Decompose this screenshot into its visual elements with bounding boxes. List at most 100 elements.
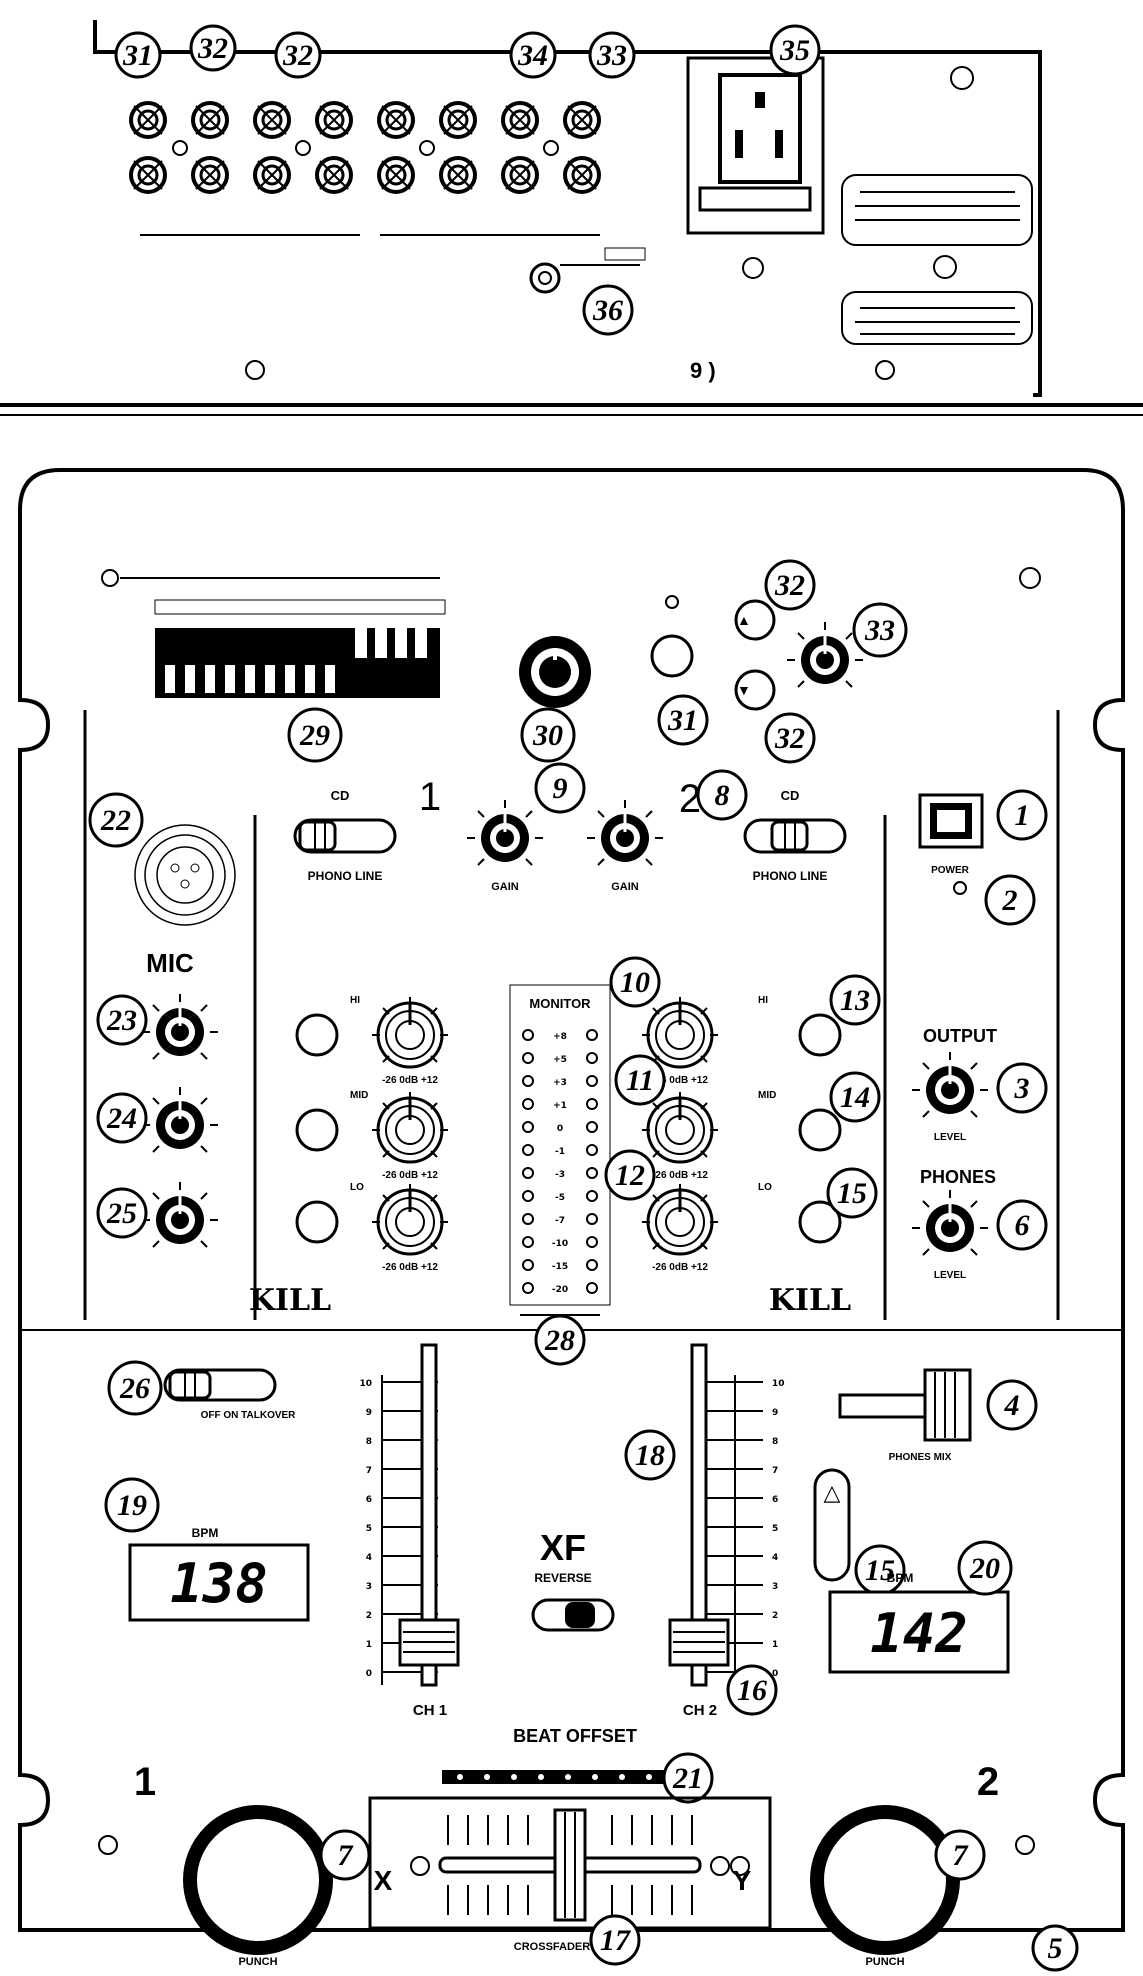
monitor-led [522,1098,534,1110]
callout-39: 35 [779,34,810,67]
fader-scale-label: 1 [772,1640,778,1650]
ac-power-inlet [686,56,825,235]
fader-scale-label: 10 [359,1379,372,1389]
callout-32b: 32 [774,722,805,755]
callout-7b: 7 [953,1839,969,1872]
callout-7: 7 [338,1839,354,1872]
phones-level-knob[interactable] [911,1189,989,1256]
level-meter [154,599,446,698]
monitor-scale-label: +8 [553,1032,567,1042]
mic-bass-knob[interactable] [141,1181,219,1248]
ch1-mid-range: -26 0dB +12 [382,1170,438,1181]
ground-terminal [529,247,646,294]
monitor-led [586,1144,598,1156]
ch2-gain-knob[interactable] [586,799,664,866]
ch2-input-selector[interactable] [743,818,847,854]
ch2-lo-kill-button[interactable] [798,1200,842,1244]
ch2-hi-eq-knob[interactable] [641,996,719,1069]
fader-scale-label: 5 [772,1524,778,1534]
output-level-knob[interactable] [911,1051,989,1118]
callout-3: 3 [1014,1072,1030,1105]
ch1-fader[interactable] [398,1343,460,1687]
rca-jack [315,156,353,194]
ch1-lo-range: -26 0dB +12 [382,1262,438,1273]
punch-y-button[interactable] [810,1805,960,1955]
ch1-mid-label: MID [350,1090,368,1101]
ch1-hi-kill-button[interactable] [295,1013,339,1057]
fader-scale-label: 3 [772,1582,778,1592]
ch2-hi-range: -26 0dB +12 [652,1075,708,1086]
callout-24: 23 [106,1004,137,1037]
effect-on-button[interactable] [650,634,694,678]
y-label: Y [733,1865,752,1896]
rca-jack [129,101,167,139]
callout-10: 10 [620,966,650,999]
cue-switch[interactable]: △ [813,1468,851,1582]
callout-25: 24 [106,1102,137,1135]
mic-label: MIC [146,948,194,978]
power-switch[interactable] [918,793,984,849]
punch-x-button[interactable] [183,1805,333,1955]
ch1-mid-eq-knob[interactable] [371,1091,449,1164]
monitor-scale-label: -7 [555,1216,565,1226]
ch1-kill-label: KILL [249,1283,331,1318]
monitor-scale-label: -20 [552,1285,568,1295]
ch2-hi-label: HI [758,995,768,1006]
ch2-hi-kill-button[interactable] [798,1013,842,1057]
callout-27: 26 [119,1372,150,1405]
beat-led [538,1774,544,1780]
ch1-hi-eq-knob[interactable] [371,996,449,1069]
callout-40: 36 [592,294,623,327]
rca-jack [501,101,539,139]
fader-scale-label: 2 [772,1611,778,1621]
triangle-icon: △ [824,1480,841,1505]
monitor-led [522,1236,534,1248]
up-arrow-icon: ▲ [737,612,751,628]
phones-mix-slider[interactable] [838,1368,972,1442]
monitor-led [522,1075,534,1087]
ch2-fader[interactable] [668,1343,730,1687]
ch1-mid-kill-button[interactable] [295,1108,339,1152]
fader-scale-label: 6 [366,1495,372,1505]
ch2-kill-label: KILL [769,1283,851,1318]
talkover-switch[interactable] [163,1368,277,1402]
xf-label: XF [540,1527,586,1568]
ch1-input-selector[interactable] [293,818,397,854]
xf-reverse-switch[interactable] [531,1598,615,1632]
effect-level-knob[interactable] [786,621,864,688]
ch1-hi-label: HI [350,995,360,1006]
monitor-label: MONITOR [529,996,591,1011]
beat-led [457,1774,463,1780]
ch2-mid-eq-knob[interactable] [641,1091,719,1164]
ch1-lo-eq-knob[interactable] [371,1183,449,1256]
channel-2: 2 GAIN CD PHONO LINE 8 -26 0dB +12 -26 0… [586,769,881,1318]
ch2-mid-kill-button[interactable] [798,1108,842,1152]
callout-17: 16 [737,1674,767,1707]
output-level-label: LEVEL [934,1132,966,1143]
param-up-button[interactable] [734,599,776,641]
crossfader[interactable] [438,1808,702,1922]
svg-text:9 ): 9 ) [690,358,716,383]
mic-level-knob-left[interactable] [141,993,219,1060]
beat-offset-leds [442,1770,665,1784]
monitor-led [586,1098,598,1110]
ch1-lo-kill-button[interactable] [295,1200,339,1244]
power-led [953,881,967,895]
mic-treble-knob[interactable] [141,1086,219,1153]
rca-jack [439,156,477,194]
bpm-left-value: 138 [170,1552,268,1615]
callout-19: 18 [635,1439,665,1472]
ch1-hi-range: -26 0dB +12 [382,1075,438,1086]
ch2-lo-range: -26 0dB +12 [652,1262,708,1273]
ch1-gain-knob[interactable] [466,799,544,866]
param-down-button[interactable] [734,669,776,711]
fader-scale-label: 7 [772,1466,778,1476]
ch2-lo-eq-knob[interactable] [641,1183,719,1256]
callout-4: 4 [1004,1389,1020,1422]
monitor-led [586,1167,598,1179]
x-label: X [374,1865,393,1896]
mic-level-knob[interactable] [519,636,591,708]
callout-35: 32 [197,32,228,65]
